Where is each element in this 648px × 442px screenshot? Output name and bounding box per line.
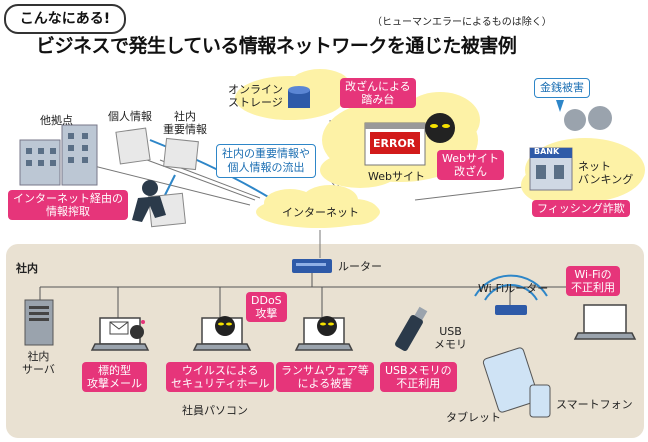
phishing-badge: フィッシング詐欺 <box>532 200 630 217</box>
usb-memory-label: USB メモリ <box>434 325 467 351</box>
title-note: （ヒューマンエラーによるものは除く） <box>372 17 552 28</box>
targeted-mail-badge: 標的型 攻撃メール <box>82 362 147 392</box>
online-storage-label: オンライン ストレージ <box>228 83 283 109</box>
office-lines <box>39 273 612 318</box>
wifi-router-icon <box>474 274 548 315</box>
usb-icon <box>395 306 428 351</box>
branch-buildings <box>19 124 98 186</box>
hacker-icon-web <box>425 113 455 143</box>
personal-info-label: 個人情報 <box>108 110 152 123</box>
smartphone-icon <box>529 384 551 418</box>
internal-info-label: 社内 重要情報 <box>163 110 207 136</box>
money-bags-icon <box>564 106 612 131</box>
page-title: ビジネスで発生している情報ネットワークを通じた被害例 <box>36 35 517 57</box>
exclaim-bubble: こんなにある! <box>4 4 126 34</box>
tablet-icon <box>482 347 540 413</box>
error-banner: ERROR <box>373 137 416 150</box>
router-icon <box>292 259 332 273</box>
internet-cloud <box>256 185 380 228</box>
tablet-label: タブレット <box>446 411 501 424</box>
money-damage-box: 金銭被害 <box>534 78 590 98</box>
smartphone-label: スマートフォン <box>556 398 633 411</box>
bank-icon <box>529 147 573 191</box>
office-label: 社内 <box>16 262 38 275</box>
hacker-icons-office <box>215 316 337 336</box>
website-tamper-badge: Webサイト 改ざん <box>437 150 504 180</box>
employee-pc-label: 社員パソコン <box>182 404 248 417</box>
branch-office-label: 他拠点 <box>40 114 73 127</box>
theft-via-internet-badge: インターネット経由の 情報搾取 <box>8 190 128 220</box>
router-label: ルーター <box>338 260 382 273</box>
leak-box: 社内の重要情報や 個人情報の流出 <box>216 144 316 178</box>
money-arrow <box>556 100 564 112</box>
website-window-icon <box>364 122 426 166</box>
tamper-stepping-badge: 改ざんによる 踏み台 <box>340 78 416 108</box>
mail-bomb-icon <box>109 320 145 339</box>
wifi-router-label: Wi-Fiルーター <box>478 282 549 295</box>
website-label: Webサイト <box>368 170 425 183</box>
ransomware-badge: ランサムウェア等 による被害 <box>276 362 374 392</box>
thief-icon <box>132 180 166 222</box>
server-label: 社内 サーバ <box>22 350 55 376</box>
ddos-badge: DDoS 攻撃 <box>246 292 287 322</box>
internet-label: インターネット <box>282 206 359 219</box>
virus-hole-badge: ウイルスによる セキュリティホール <box>166 362 275 392</box>
net-banking-label: ネット バンキング <box>578 160 634 186</box>
bank-sign: BANK <box>534 147 560 156</box>
server-icon <box>24 299 54 346</box>
storage-icon <box>288 86 310 108</box>
usb-misuse-badge: USBメモリの 不正利用 <box>380 362 457 392</box>
wifi-misuse-badge: Wi-Fiの 不正利用 <box>566 266 620 296</box>
